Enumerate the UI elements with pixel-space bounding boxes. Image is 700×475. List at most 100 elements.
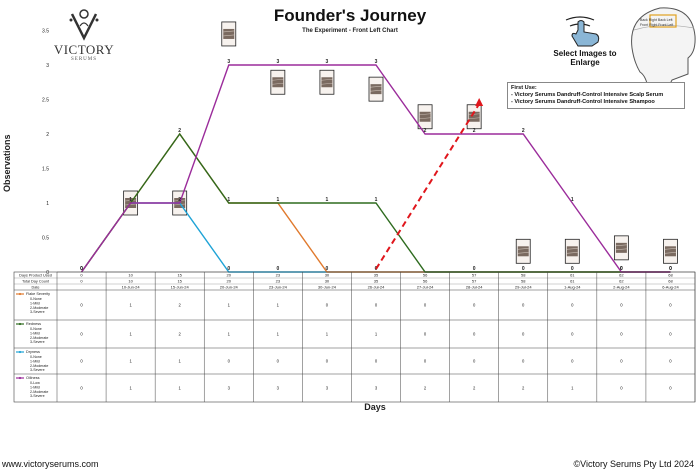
hair-sample-texture	[272, 77, 284, 88]
scalp-label-front-left: Front Left	[658, 23, 674, 27]
hair-sample-strand	[664, 252, 676, 254]
cell-days-used: 15	[177, 273, 182, 278]
table-cell-value: 2	[473, 386, 476, 391]
table-cell-value: 0	[620, 332, 623, 337]
footer-website[interactable]: www.victoryserums.com	[2, 459, 99, 469]
redness-data-label: 1	[276, 197, 279, 203]
oiliness-data-label: 2	[424, 128, 427, 134]
table-cell-value: 0	[424, 359, 427, 364]
table-cell-value: 1	[326, 332, 329, 337]
table-cell-value: 0	[80, 332, 83, 337]
legend-scale-item: 1-Mild	[30, 385, 40, 389]
cell-days-used: 57	[472, 273, 477, 278]
table-cell-value: 1	[277, 332, 280, 337]
legend-scale-item: 1-Mild	[30, 301, 40, 305]
logo-sub: SERUMS	[70, 57, 97, 62]
row-header-days-used: Days Product Used	[19, 274, 52, 278]
table-cell-value: 0	[326, 303, 329, 308]
hair-sample-strand	[370, 89, 382, 92]
cell-date: 15-Jun-24	[171, 285, 190, 290]
cell-days-used: 10	[128, 273, 133, 278]
hair-sample-strand	[370, 85, 382, 88]
table-cell-value: 0	[522, 303, 525, 308]
hair-sample-strand	[419, 117, 431, 120]
dryness-zero-label: 0	[669, 266, 672, 272]
first-use-arrow	[375, 103, 481, 270]
cell-total-days: 58	[521, 279, 526, 284]
series-line-dryness	[80, 202, 671, 273]
legend-marker	[18, 350, 22, 354]
y-axis-label: Observations	[2, 134, 12, 192]
hair-sample-texture	[468, 111, 480, 122]
cell-date: 20-Jun-24	[220, 285, 239, 290]
dryness-zero-label: 0	[473, 266, 476, 272]
hair-sample-strand	[517, 252, 529, 254]
dryness-zero-label: 0	[571, 266, 574, 272]
scalp-map-icon[interactable]	[631, 7, 696, 89]
row-header-date: Date	[31, 286, 39, 290]
dryness-zero-label: 0	[620, 266, 623, 272]
oiliness-data-label: 1	[129, 197, 132, 203]
cell-date: 29-Jul-24	[515, 285, 532, 290]
cell-total-days: 68	[668, 279, 673, 284]
table-cell-value: 1	[129, 332, 132, 337]
legend-scale-item: 0-None	[30, 355, 42, 359]
table-cell-value: 1	[228, 332, 231, 337]
table-cell-value: 1	[179, 386, 182, 391]
oiliness-data-label: 2	[522, 128, 525, 134]
hair-sample-strand	[125, 203, 137, 206]
legend-scale-item: 1-Mild	[30, 331, 40, 335]
table-cell-value: 1	[129, 303, 132, 308]
hair-sample-strand	[125, 199, 137, 202]
oiliness-data-label: 3	[227, 59, 230, 65]
table-cell-value: 2	[179, 303, 182, 308]
table-cell-value: 0	[228, 359, 231, 364]
table-cell-value: 0	[326, 359, 329, 364]
table-cell-value: 0	[669, 386, 672, 391]
hair-sample-strand	[272, 82, 284, 85]
first-use-note: First Use: - Victory Serums Dandruff-Con…	[507, 82, 685, 109]
logo-name: VICTORY	[53, 42, 115, 57]
legend-scale-item: 2-Moderate	[30, 390, 48, 394]
row-header-total-days: Total Day Count	[22, 280, 50, 284]
cell-days-used: 20	[227, 273, 232, 278]
table-cell-value: 0	[473, 332, 476, 337]
hair-sample-strand	[566, 248, 578, 250]
data-table-border	[13, 271, 696, 403]
table-cell-value: 0	[522, 359, 525, 364]
table-cell-value: 2	[522, 386, 525, 391]
legend-scale-item: 2-Moderate	[30, 364, 48, 368]
cell-days-used: 23	[276, 273, 281, 278]
table-cell-value: 0	[669, 332, 672, 337]
legend-scale-item: 0-Low	[30, 381, 40, 385]
first-use-arrow-head	[475, 98, 484, 106]
hair-sample-strand	[566, 252, 578, 254]
legend-scale-item: 2-Moderate	[30, 306, 48, 310]
cell-days-used: 62	[619, 273, 624, 278]
cell-date: 6-Aug-24	[662, 285, 679, 290]
oiliness-data-label: 3	[276, 59, 279, 65]
hair-sample-texture	[517, 246, 529, 257]
table-cell-value: 2	[179, 332, 182, 337]
table-cell-value: 2	[424, 386, 427, 391]
table-cell-value: 0	[80, 303, 83, 308]
hand-pointer-icon[interactable]	[565, 16, 600, 47]
cell-total-days: 15	[177, 279, 182, 284]
page-subtitle: The Experiment - Front Left Chart	[302, 28, 398, 34]
table-cell-value: 1	[129, 386, 132, 391]
table-cell-value: 0	[620, 386, 623, 391]
cell-days-used: 58	[521, 273, 526, 278]
hair-sample-strand	[321, 78, 333, 81]
y-tick-label: 1	[46, 201, 49, 207]
note-heading: First Use:	[511, 85, 537, 91]
legend-scale-item: 3-Severe	[30, 394, 45, 398]
series-line-oiliness	[80, 64, 671, 273]
table-cell-value: 0	[473, 303, 476, 308]
cell-total-days: 30	[325, 279, 330, 284]
hair-sample-strand	[664, 248, 676, 250]
x-axis-label: Days	[364, 402, 386, 412]
cell-days-used: 0	[80, 273, 83, 278]
redness-data-label: 1	[375, 197, 378, 203]
oiliness-data-label: 2	[473, 128, 476, 134]
